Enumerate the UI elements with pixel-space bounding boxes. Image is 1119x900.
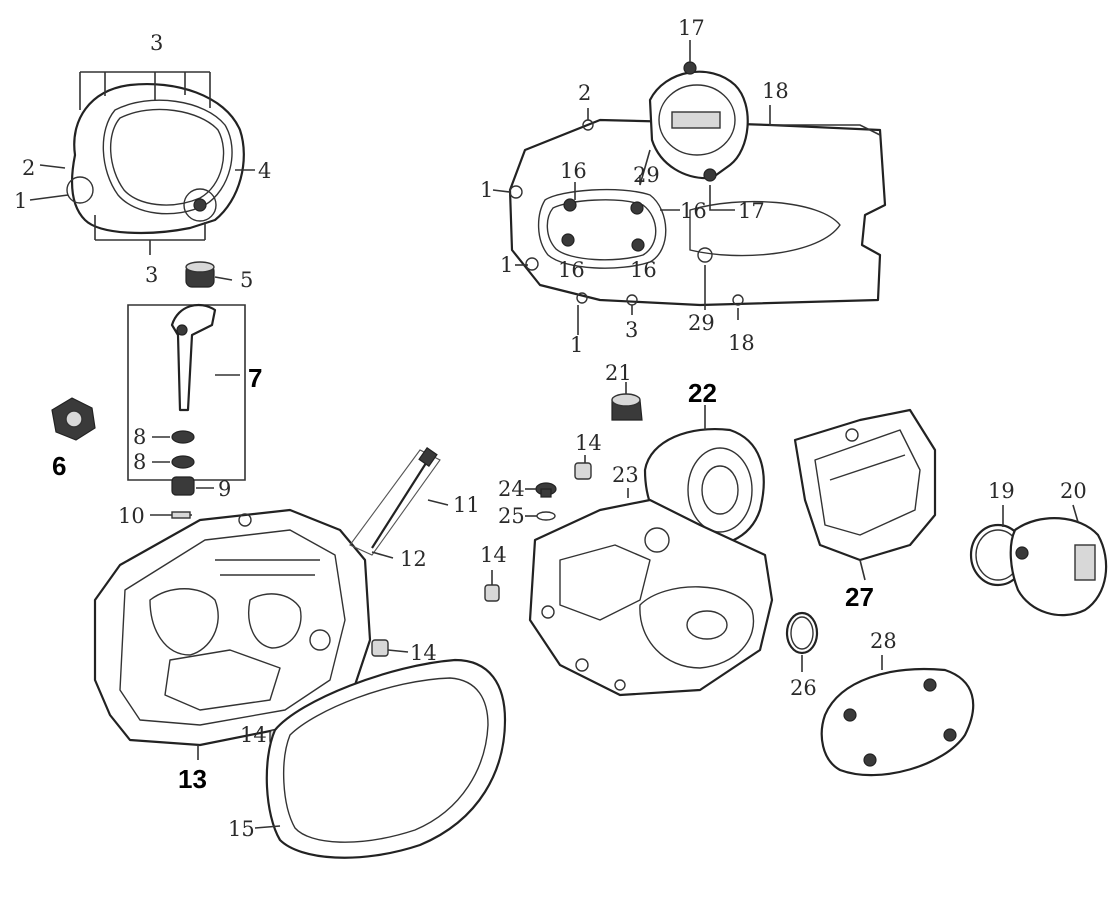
callout-14: 14 xyxy=(480,543,507,567)
cap-21 xyxy=(611,382,643,421)
callout-14: 14 xyxy=(240,723,267,747)
callout-28: 28 xyxy=(870,629,897,653)
gasket-15 xyxy=(254,658,507,859)
callout-11: 11 xyxy=(453,493,480,517)
callout-5: 5 xyxy=(240,268,253,292)
callout-18: 18 xyxy=(762,79,789,103)
crankcase-cover-right xyxy=(528,498,774,697)
callout-lines-3-4 xyxy=(29,71,255,255)
plug-24-washer-25 xyxy=(525,482,629,521)
callout-18: 18 xyxy=(728,331,755,355)
callout-4: 4 xyxy=(258,159,271,183)
large-side-cover xyxy=(508,118,887,307)
nut-6 xyxy=(51,397,96,441)
callout-1: 1 xyxy=(14,189,27,213)
callout-12: 12 xyxy=(400,547,427,571)
callout-9: 9 xyxy=(218,477,231,501)
callout-labels: 3 2 1 4 3 5 7 6 8 8 9 10 11 12 13 14 14 … xyxy=(14,16,1087,841)
o-ring-26 xyxy=(785,611,819,672)
plate-28 xyxy=(820,655,975,777)
sprocket-cover-27 xyxy=(793,408,937,581)
callout-lines-right-cover xyxy=(492,105,881,335)
callout-15: 15 xyxy=(228,817,255,841)
bushing-5 xyxy=(185,261,233,288)
callout-1: 1 xyxy=(480,178,493,202)
callout-3: 3 xyxy=(625,318,638,342)
crankcase-13 xyxy=(93,508,372,760)
callout-6: 6 xyxy=(52,451,66,481)
callout-17: 17 xyxy=(738,199,765,223)
long-bolt-11 xyxy=(349,446,449,559)
callout-25: 25 xyxy=(498,504,525,528)
callout-14: 14 xyxy=(410,641,437,665)
callout-17: 17 xyxy=(678,16,705,40)
inspection-cap-17 xyxy=(648,40,749,182)
callout-3: 3 xyxy=(145,263,158,287)
callout-1: 1 xyxy=(500,253,513,277)
callout-2: 2 xyxy=(578,81,591,105)
callout-26: 26 xyxy=(790,676,817,700)
callout-13: 13 xyxy=(178,764,207,794)
callout-1: 1 xyxy=(570,333,583,357)
callout-24: 24 xyxy=(498,477,525,501)
callout-22: 22 xyxy=(688,378,717,408)
callout-8: 8 xyxy=(133,450,146,474)
small-side-cover xyxy=(66,83,245,235)
o-ring-19-cap-20 xyxy=(969,504,1108,617)
callout-3: 3 xyxy=(150,31,163,55)
callout-8: 8 xyxy=(133,425,146,449)
callout-14: 14 xyxy=(575,431,602,455)
callout-29: 29 xyxy=(633,163,660,187)
callout-19: 19 xyxy=(988,479,1015,503)
callout-20: 20 xyxy=(1060,479,1087,503)
callout-16: 16 xyxy=(630,258,657,282)
callout-7: 7 xyxy=(248,363,262,393)
callout-2: 2 xyxy=(22,156,35,180)
callout-16: 16 xyxy=(558,258,585,282)
callout-10: 10 xyxy=(118,504,145,528)
callout-16: 16 xyxy=(680,199,707,223)
callout-21: 21 xyxy=(605,361,632,385)
callout-29: 29 xyxy=(688,311,715,335)
callout-16: 16 xyxy=(560,159,587,183)
callout-23: 23 xyxy=(612,463,639,487)
shift-lever-group-7 xyxy=(127,303,246,519)
callout-27: 27 xyxy=(845,582,874,612)
